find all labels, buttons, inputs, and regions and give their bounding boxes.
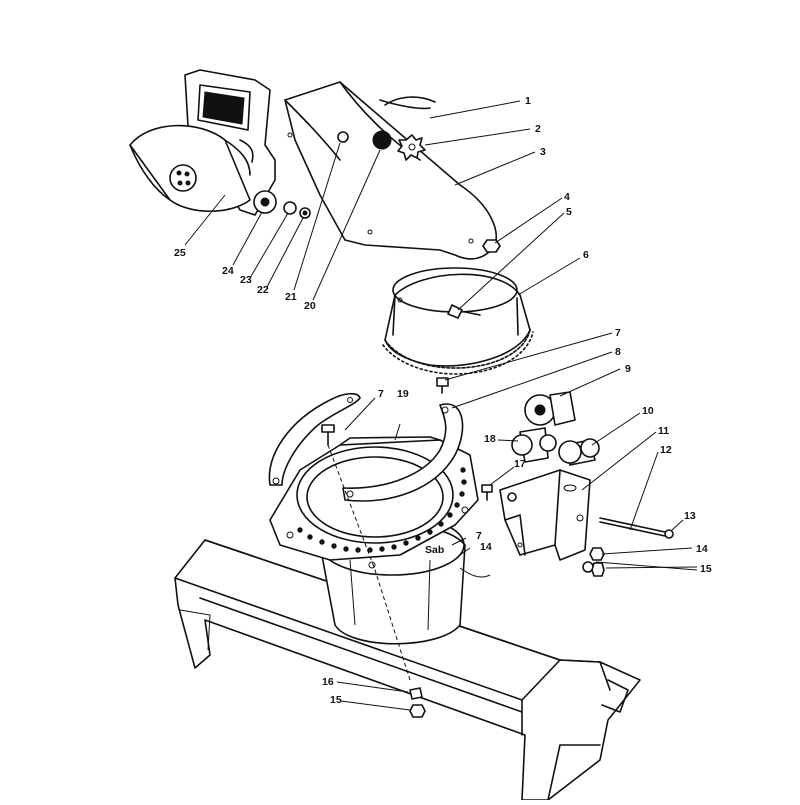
bolt-7 <box>321 424 411 681</box>
callout-11: 11 <box>658 425 669 437</box>
callout-17: 17 <box>514 458 526 470</box>
callout-15-bottom: 15 <box>330 694 342 706</box>
callout-13: 13 <box>684 510 696 522</box>
callout-21: 21 <box>285 291 297 303</box>
retainer-bracket <box>342 403 464 502</box>
callout-14-housing: 14 <box>480 541 492 553</box>
callout-6: 6 <box>583 249 589 261</box>
callout-18: 18 <box>484 433 496 445</box>
callout-5: 5 <box>566 206 572 218</box>
star-knob <box>397 134 426 161</box>
callout-14: 14 <box>696 543 708 555</box>
callout-25: 25 <box>174 247 186 259</box>
callout-7-housing: 7 <box>476 530 482 542</box>
callout-23: 23 <box>240 274 252 286</box>
upper-chute <box>284 81 497 260</box>
left-curved-bracket <box>268 392 361 486</box>
callout-24: 24 <box>222 265 234 277</box>
rod-12 <box>599 517 674 539</box>
callout-19: 19 <box>397 388 409 400</box>
leader-lines <box>184 100 698 711</box>
callout-16: 16 <box>322 676 334 688</box>
callout-7: 7 <box>615 327 621 339</box>
mounting-bracket <box>499 469 591 561</box>
knob-parts <box>253 190 311 219</box>
callout-3: 3 <box>540 146 546 158</box>
bolt-8 <box>436 377 449 394</box>
callout-7-bracket: 7 <box>378 388 384 400</box>
callout-2: 2 <box>535 123 541 135</box>
callout-20: 20 <box>304 300 316 312</box>
callout-10: 10 <box>642 405 654 417</box>
callout-4: 4 <box>564 191 570 203</box>
housing-brand-text: Sab <box>425 544 444 556</box>
chute-ring-gear <box>382 267 534 375</box>
callout-labels: 1 2 3 4 5 6 7 8 9 10 11 12 13 14 15 16 1… <box>174 95 712 706</box>
callout-12: 12 <box>660 444 672 456</box>
callout-1: 1 <box>525 95 531 107</box>
gear-assembly <box>511 391 600 466</box>
deflector <box>129 69 276 216</box>
callout-15: 15 <box>700 563 712 575</box>
callout-22: 22 <box>257 284 269 296</box>
callout-9: 9 <box>625 363 631 375</box>
callout-8: 8 <box>615 346 621 358</box>
fasteners <box>409 484 605 718</box>
